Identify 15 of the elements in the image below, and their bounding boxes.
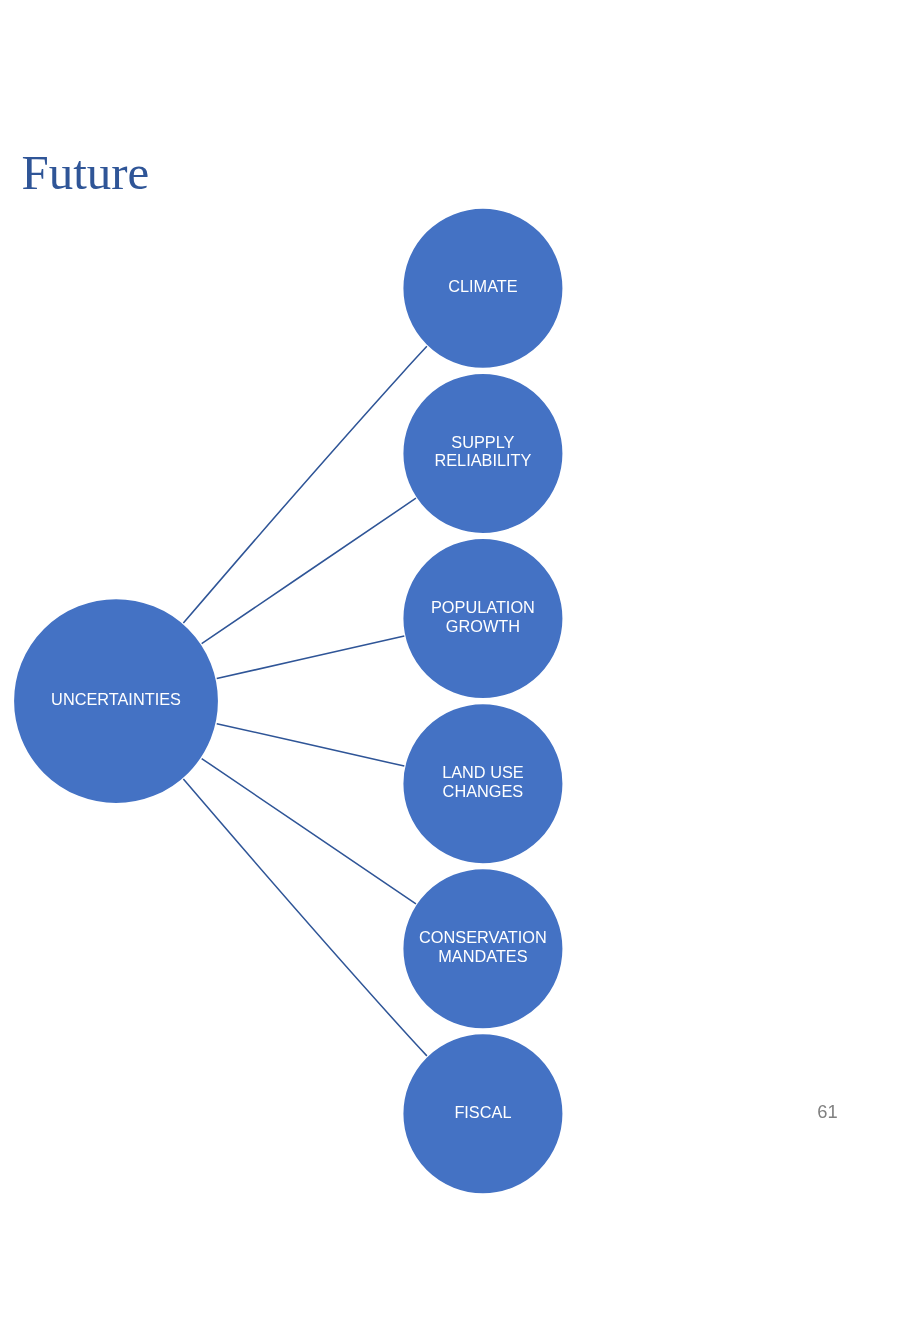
label: 61 [816,1100,838,1122]
node-circle: POPULATION GROWTH [400,536,564,700]
connector [215,634,405,679]
connector [182,345,428,624]
connector [200,496,417,644]
node-circle: CONSERVATION MANDATES [400,866,564,1030]
connector [182,777,428,1057]
node-circle: FISCAL [400,1031,564,1195]
node-circle: CLIMATE [400,206,564,370]
connector [200,757,417,905]
node-circle: UNCERTAINTIES [11,596,220,805]
node-circle: SUPPLY RELIABILITY [400,371,564,535]
connector [215,722,405,767]
diagram-title: Future [21,144,149,200]
node-circle: LAND USE CHANGES [400,701,564,865]
